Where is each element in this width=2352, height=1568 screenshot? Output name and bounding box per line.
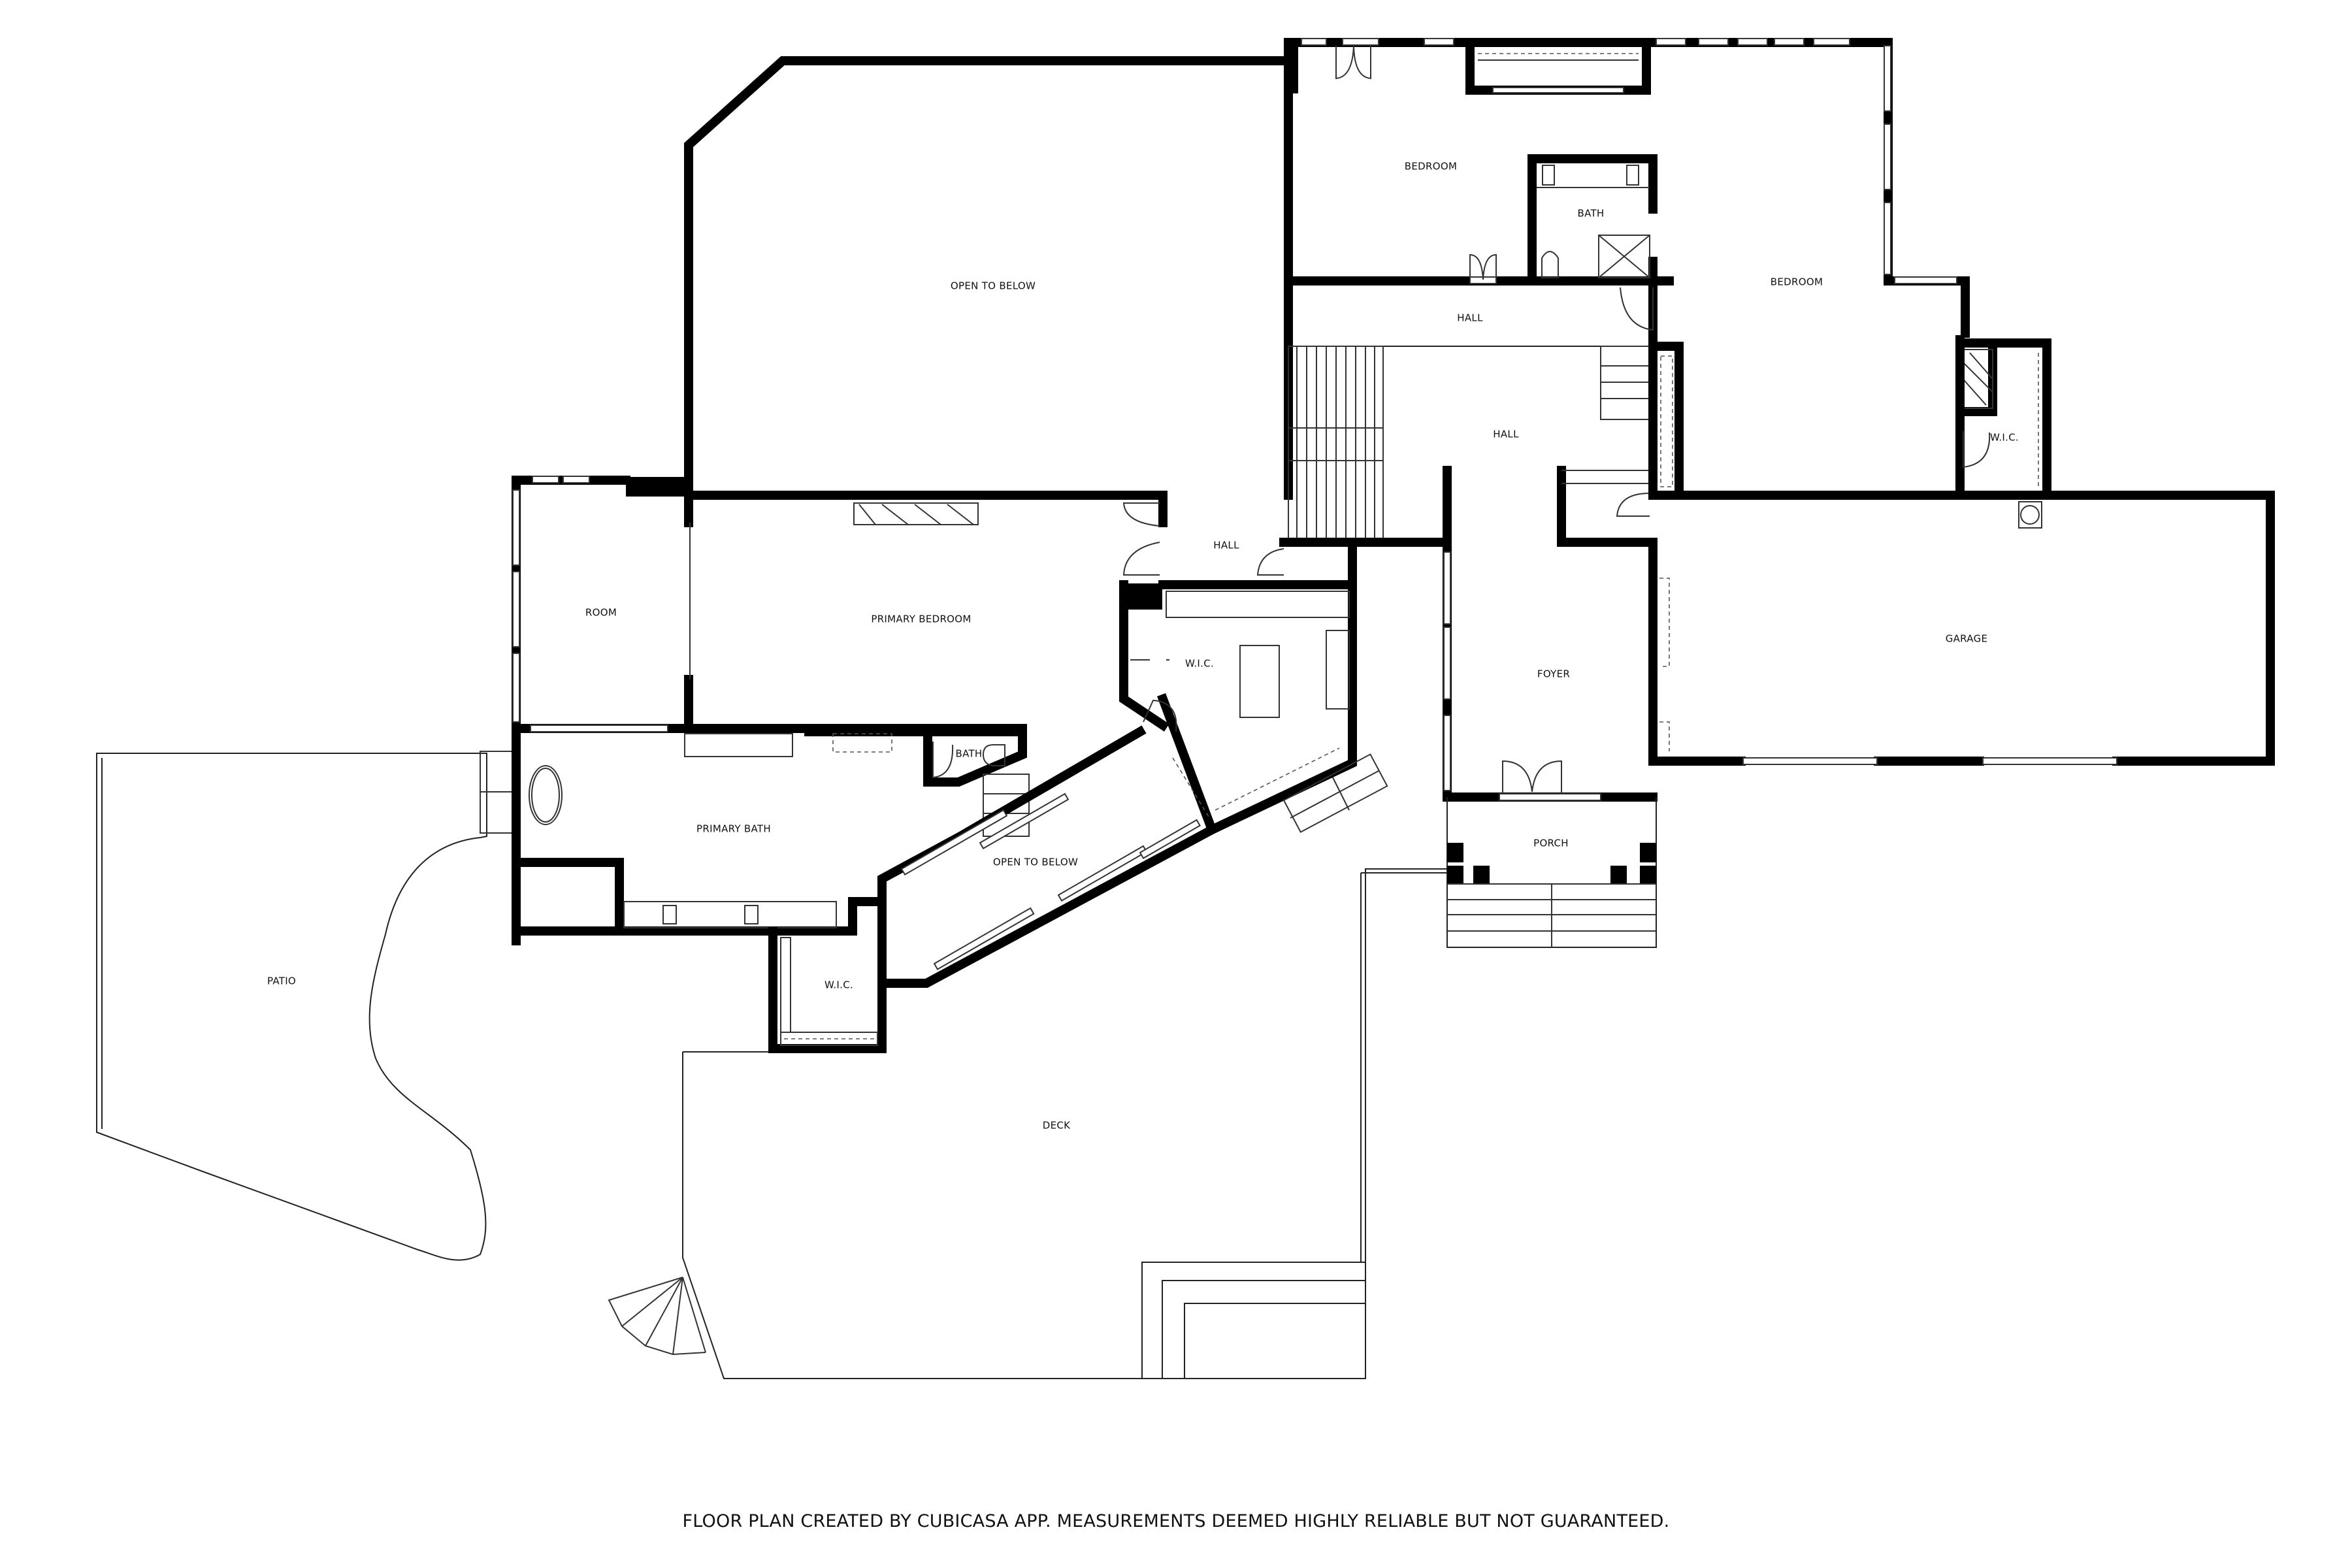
label-porch: PORCH bbox=[1533, 838, 1569, 849]
label-room: ROOM bbox=[585, 607, 617, 619]
label-wic-center: W.I.C. bbox=[1185, 658, 1214, 670]
garage-walls bbox=[1648, 491, 2275, 766]
open-to-below-lower-walls bbox=[877, 725, 1388, 988]
primary-bath-walls bbox=[512, 727, 1030, 936]
label-primary-bath: PRIMARY BATH bbox=[696, 823, 771, 835]
central-hall-walls bbox=[1279, 342, 1684, 547]
label-hall-top: HALL bbox=[1457, 312, 1483, 324]
wic-center-walls bbox=[1119, 538, 1357, 836]
label-deck: DECK bbox=[1043, 1120, 1071, 1132]
label-hall-center: HALL bbox=[1493, 429, 1519, 440]
label-wic-lower: W.I.C. bbox=[825, 979, 853, 991]
right-wic-walls bbox=[1955, 335, 2051, 500]
label-bath-small: BATH bbox=[955, 748, 982, 760]
label-wic-right: W.I.C. bbox=[1990, 432, 2019, 444]
label-bath-upper: BATH bbox=[1577, 208, 1604, 220]
label-open-to-below-upper: OPEN TO BELOW bbox=[951, 280, 1036, 292]
foyer-walls bbox=[1443, 538, 1658, 948]
room-labels: OPEN TO BELOW BEDROOM BATH BEDROOM HALL … bbox=[267, 161, 2019, 1132]
label-foyer: FOYER bbox=[1537, 668, 1570, 680]
footer-disclaimer: FLOOR PLAN CREATED BY CUBICASA APP. MEAS… bbox=[682, 1511, 1670, 1531]
open-to-below-upper-walls bbox=[626, 56, 1293, 500]
label-garage: GARAGE bbox=[1946, 633, 1988, 645]
label-open-to-below-lower: OPEN TO BELOW bbox=[993, 857, 1078, 868]
deck-area bbox=[608, 868, 1447, 1379]
main-stair bbox=[1288, 346, 1384, 543]
label-primary-bedroom: PRIMARY BEDROOM bbox=[871, 613, 971, 625]
primary-suite-walls bbox=[512, 476, 1168, 945]
label-hall-small: HALL bbox=[1213, 540, 1239, 551]
upper-bedrooms-walls bbox=[1284, 38, 1970, 500]
wic-lower-walls bbox=[768, 926, 887, 1053]
patio-area bbox=[96, 751, 517, 1261]
label-patio: PATIO bbox=[267, 975, 296, 987]
spiral-stair bbox=[608, 1277, 706, 1356]
label-bedroom-upper-left: BEDROOM bbox=[1405, 161, 1457, 172]
label-bedroom-upper-right: BEDROOM bbox=[1771, 276, 1823, 288]
